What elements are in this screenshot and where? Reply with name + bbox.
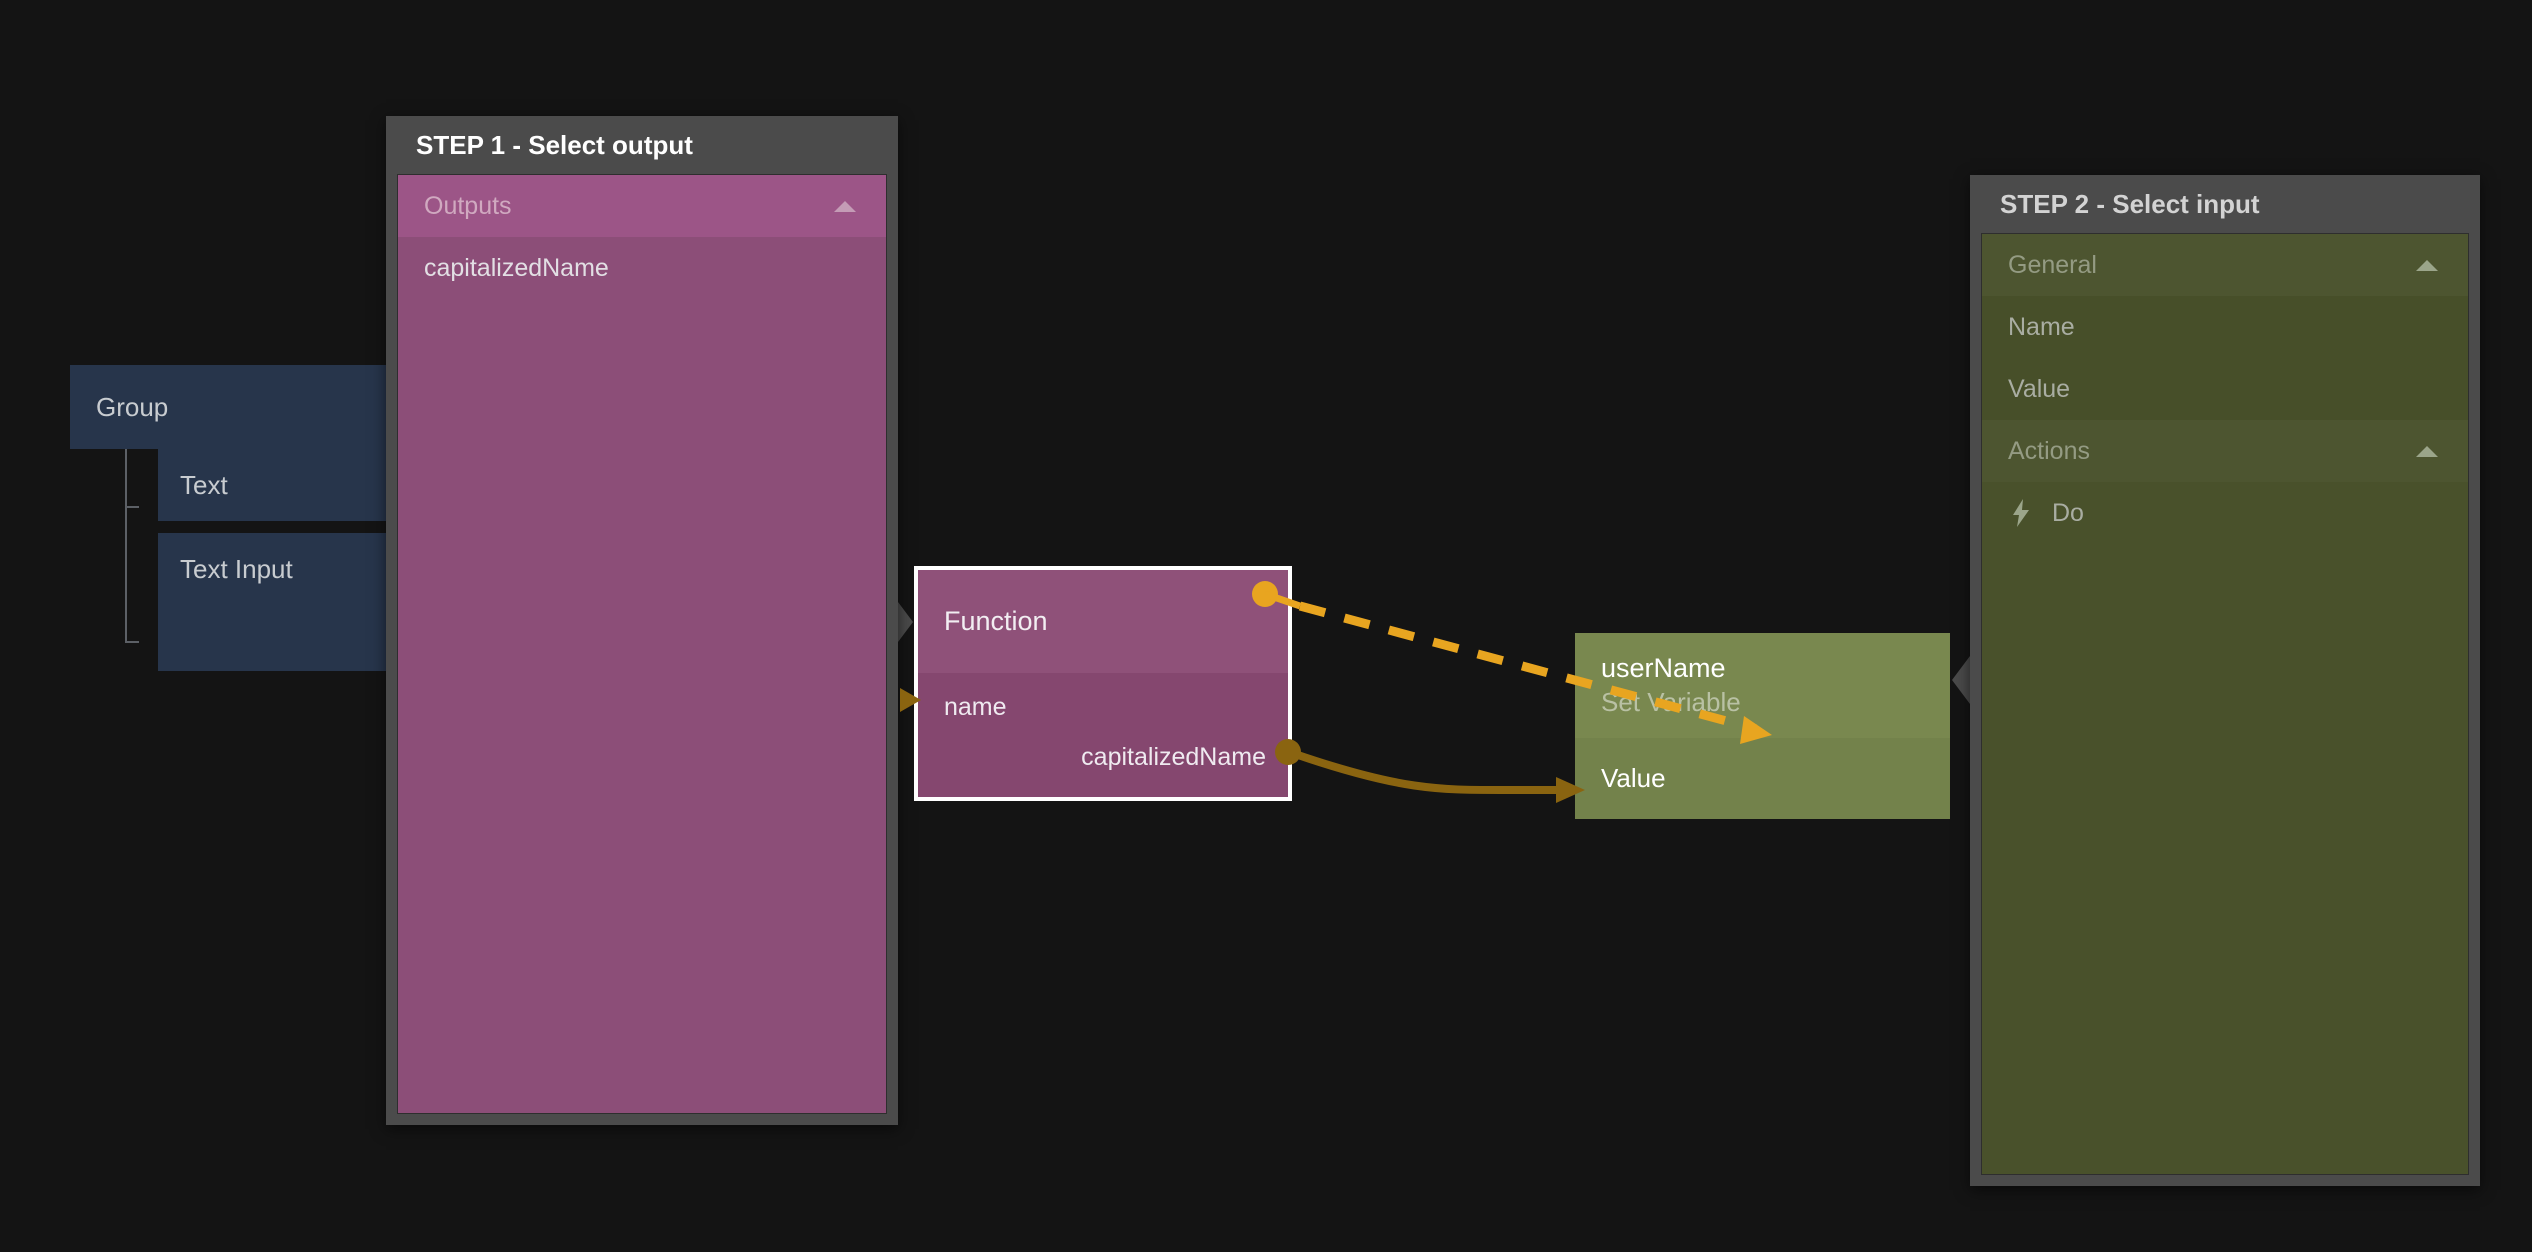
graph-node-set-variable-input-value-label: Value: [1601, 763, 1666, 793]
graph-node-function[interactable]: Function name capitalizedName: [914, 566, 1292, 801]
graph-node-function-output-capitalizedname[interactable]: capitalizedName: [1081, 743, 1266, 772]
graph-node-set-variable-input-value[interactable]: Value: [1575, 763, 1666, 794]
step-1-panel: STEP 1 - Select output Outputs capitaliz…: [386, 116, 898, 1125]
step-2-empty-area: [1982, 544, 2468, 1174]
step-1-item-capitalizedname-label: capitalizedName: [424, 253, 609, 282]
tree-children: Text Text Input: [125, 449, 458, 671]
tree-stem-line: [125, 449, 127, 641]
chevron-up-icon[interactable]: [2416, 445, 2438, 457]
graph-node-function-header: Function: [918, 570, 1288, 673]
graph-node-set-variable-body: Value: [1575, 738, 1950, 819]
step-2-section-general[interactable]: General: [1982, 234, 2468, 296]
edge-data-capitalizedname-to-value: [1275, 739, 1585, 803]
step-2-item-value[interactable]: Value: [1982, 358, 2468, 420]
graph-node-function-input-name-label: name: [944, 693, 1007, 721]
collapse-left-grip-icon[interactable]: [895, 598, 913, 646]
step-1-section-outputs-label: Outputs: [424, 191, 512, 220]
step-2-section-actions[interactable]: Actions: [1982, 420, 2468, 482]
step-2-item-do-label: Do: [2052, 498, 2084, 527]
graph-node-function-title: Function: [944, 606, 1048, 636]
step-1-empty-area: [398, 299, 886, 1113]
tree-item-group-label: Group: [96, 392, 169, 422]
graph-node-set-variable-title: userName: [1601, 653, 1726, 683]
step-1-item-capitalizedname[interactable]: capitalizedName: [398, 237, 886, 299]
graph-node-function-input-name[interactable]: name: [918, 693, 1007, 722]
collapse-right-grip-icon[interactable]: [1952, 656, 1970, 704]
tree-item-text-input-label: Text Input: [180, 554, 293, 584]
step-2-item-name[interactable]: Name: [1982, 296, 2468, 358]
tree-branch-line: [125, 506, 139, 508]
step-1-body: Outputs capitalizedName: [397, 174, 887, 1114]
step-1-section-outputs[interactable]: Outputs: [398, 175, 886, 237]
step-2-section-general-label: General: [2008, 250, 2097, 279]
chevron-up-icon[interactable]: [834, 200, 856, 212]
graph-node-set-variable[interactable]: userName Set Variable Value: [1575, 633, 1950, 819]
step-2-item-name-label: Name: [2008, 312, 2075, 341]
step-2-item-value-label: Value: [2008, 374, 2071, 403]
chevron-up-icon[interactable]: [2416, 259, 2438, 271]
graph-node-function-body: name capitalizedName: [918, 673, 1288, 797]
tree-branch-line: [125, 641, 139, 643]
step-1-title: STEP 1 - Select output: [386, 116, 898, 174]
step-2-item-do[interactable]: Do: [1982, 482, 2468, 544]
lightning-bolt-icon: [2008, 499, 2034, 527]
graph-node-function-output-capitalizedname-label: capitalizedName: [1081, 743, 1266, 771]
step-2-section-actions-label: Actions: [2008, 436, 2090, 465]
component-tree: Group Text Text Input: [70, 365, 458, 671]
step-2-panel: STEP 2 - Select input General Name Value…: [1970, 175, 2480, 1186]
tree-item-group[interactable]: Group: [70, 365, 390, 449]
step-2-title: STEP 2 - Select input: [1970, 175, 2480, 233]
tree-item-text-label: Text: [180, 470, 228, 500]
graph-node-set-variable-header: userName Set Variable: [1575, 633, 1950, 738]
graph-node-set-variable-subtitle: Set Variable: [1601, 687, 1741, 717]
step-2-body: General Name Value Actions Do: [1981, 233, 2469, 1175]
